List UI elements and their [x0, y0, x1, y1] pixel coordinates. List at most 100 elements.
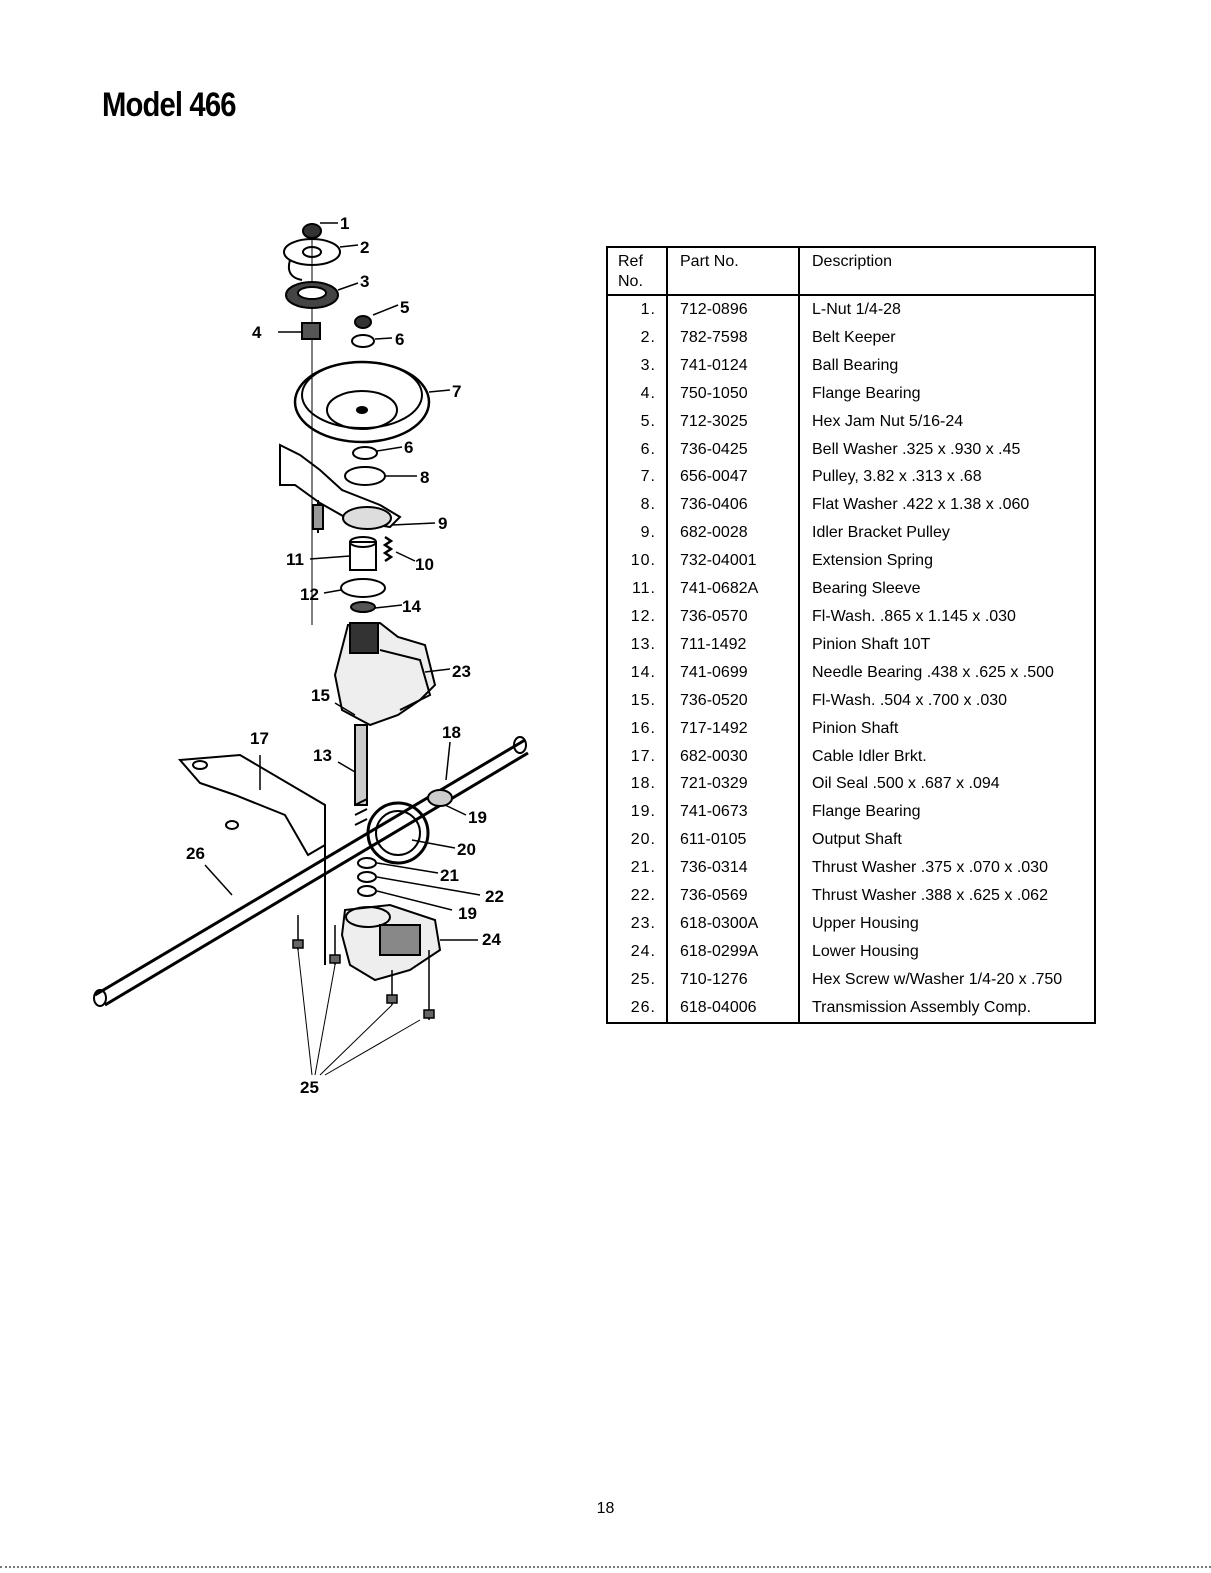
- callout-23: 23: [452, 662, 471, 681]
- cell-part-no: 721-0329: [666, 770, 800, 799]
- callout-24: 24: [482, 930, 501, 949]
- callout-8: 8: [420, 468, 429, 487]
- cell-part-no: 750-1050: [666, 379, 800, 408]
- callout-3: 3: [360, 272, 369, 291]
- callout-26: 26: [186, 844, 205, 863]
- callout-11: 11: [286, 550, 304, 569]
- cell-ref-no: 18.: [606, 770, 668, 799]
- cell-description: Hex Screw w/Washer 1/4-20 x .750: [798, 965, 1096, 994]
- cell-part-no: 710-1276: [666, 965, 800, 994]
- callout-4: 4: [252, 323, 262, 342]
- cell-ref-no: 21.: [606, 854, 668, 883]
- cell-description: Extension Spring: [798, 547, 1096, 576]
- cell-ref-no: 9.: [606, 519, 668, 548]
- callout-12: 12: [300, 585, 319, 604]
- cell-description: Pulley, 3.82 x .313 x .68: [798, 463, 1096, 492]
- cell-description: Output Shaft: [798, 826, 1096, 855]
- callout-15: 15: [311, 686, 330, 705]
- cell-description: Flat Washer .422 x 1.38 x .060: [798, 491, 1096, 520]
- parts-table-header: Ref No. Part No. Description: [606, 246, 1096, 296]
- header-ref-no: Ref No.: [606, 246, 668, 296]
- callout-19a: 19: [468, 808, 487, 827]
- cell-part-no: 712-3025: [666, 407, 800, 436]
- cell-part-no: 736-0570: [666, 602, 800, 631]
- cell-description: Pinion Shaft: [798, 714, 1096, 743]
- cell-ref-no: 23.: [606, 909, 668, 938]
- cell-ref-no: 17.: [606, 742, 668, 771]
- cell-part-no: 736-0425: [666, 435, 800, 464]
- cell-part-no: 782-7598: [666, 323, 800, 352]
- cell-ref-no: 10.: [606, 547, 668, 576]
- cell-ref-no: 11.: [606, 575, 668, 603]
- cell-ref-no: 14.: [606, 658, 668, 687]
- callout-7: 7: [452, 382, 461, 401]
- cell-description: Idler Bracket Pulley: [798, 519, 1096, 548]
- cell-description: Flange Bearing: [798, 379, 1096, 408]
- callout-21: 21: [440, 866, 459, 885]
- cell-ref-no: 22.: [606, 882, 668, 910]
- cell-ref-no: 8.: [606, 491, 668, 520]
- cell-ref-no: 15.: [606, 686, 668, 715]
- cell-description: Belt Keeper: [798, 323, 1096, 352]
- cell-description: Ball Bearing: [798, 351, 1096, 380]
- cell-ref-no: 13.: [606, 630, 668, 659]
- exploded-parts-diagram: 1 2 3 4 5 6 6 7 8 9 10 11 12 14 15 23 13…: [80, 205, 550, 1110]
- cell-ref-no: 24.: [606, 937, 668, 966]
- cell-description: Flange Bearing: [798, 798, 1096, 827]
- cell-description: Hex Jam Nut 5/16-24: [798, 407, 1096, 436]
- cell-description: Needle Bearing .438 x .625 x .500: [798, 658, 1096, 687]
- cell-ref-no: 2.: [606, 323, 668, 352]
- callout-18: 18: [442, 723, 461, 742]
- cell-part-no: 618-0299A: [666, 937, 800, 966]
- header-part-no: Part No.: [666, 246, 800, 296]
- cell-part-no: 712-0896: [666, 295, 800, 324]
- callout-13: 13: [313, 746, 332, 765]
- cell-part-no: 736-0569: [666, 882, 800, 910]
- cell-ref-no: 5.: [606, 407, 668, 436]
- cell-part-no: 741-0673: [666, 798, 800, 827]
- cell-part-no: 656-0047: [666, 463, 800, 492]
- callout-17: 17: [250, 729, 269, 748]
- cell-description: Oil Seal .500 x .687 x .094: [798, 770, 1096, 799]
- cell-description: Transmission Assembly Comp.: [798, 993, 1096, 1024]
- diagram-drawing: 1 2 3 4 5 6 6 7 8 9 10 11 12 14 15 23 13…: [93, 214, 529, 1097]
- cell-description: Fl-Wash. .504 x .700 x .030: [798, 686, 1096, 715]
- cell-part-no: 736-0406: [666, 491, 800, 520]
- cell-ref-no: 4.: [606, 379, 668, 408]
- cell-description: Lower Housing: [798, 937, 1096, 966]
- cell-description: Upper Housing: [798, 909, 1096, 938]
- header-description: Description: [798, 246, 1096, 296]
- callout-6a: 6: [395, 330, 404, 349]
- cell-ref-no: 7.: [606, 463, 668, 492]
- cell-part-no: 618-04006: [666, 993, 800, 1024]
- cell-part-no: 736-0520: [666, 686, 800, 715]
- cell-part-no: 717-1492: [666, 714, 800, 743]
- cell-ref-no: 12.: [606, 602, 668, 631]
- cell-description: L-Nut 1/4-28: [798, 295, 1096, 324]
- cell-part-no: 682-0030: [666, 742, 800, 771]
- callout-19b: 19: [458, 904, 477, 923]
- cell-part-no: 741-0124: [666, 351, 800, 380]
- callout-25: 25: [300, 1078, 319, 1097]
- cell-ref-no: 26.: [606, 993, 668, 1024]
